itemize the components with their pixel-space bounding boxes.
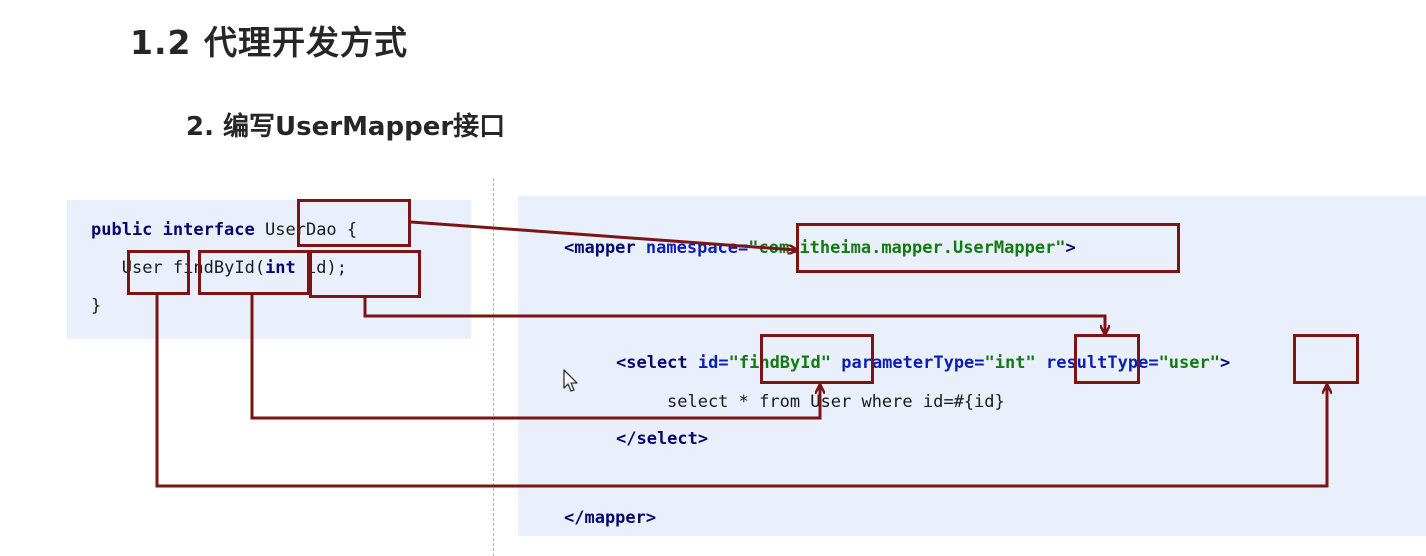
- highlight-interface-name: [297, 199, 411, 247]
- namespace-value: "com.itheima.mapper.UserMapper": [748, 238, 1066, 258]
- select-open-tag: <select: [616, 353, 688, 373]
- highlight-id-value: [760, 334, 874, 384]
- mapper-open-tag: <mapper: [564, 238, 636, 258]
- method-paren-open: (: [254, 258, 266, 278]
- result-type-value: "user": [1158, 353, 1220, 373]
- mapper-open-end: >: [1065, 238, 1076, 258]
- id-value: "findById": [728, 353, 831, 373]
- method-param-keyword: int: [265, 258, 296, 278]
- id-attr: id=: [697, 353, 729, 373]
- panel-divider: [493, 178, 494, 556]
- interface-brace-open: {: [336, 220, 358, 240]
- method-return-type: User: [121, 258, 163, 278]
- select-open-end: >: [1219, 353, 1231, 373]
- select-close-tag: </select>: [616, 429, 708, 449]
- interface-brace-close: }: [91, 296, 102, 316]
- namespace-attr: namespace=: [645, 238, 749, 258]
- section-subtitle: 2. 编写UserMapper接口: [186, 112, 506, 142]
- sql-line: select * from User where id=#{id}: [667, 392, 1005, 412]
- interface-line-2: User findById(int id);: [91, 258, 347, 278]
- interface-line-1: public interface UserDao {: [91, 220, 357, 240]
- highlight-method-name: [198, 250, 310, 295]
- interface-line-3: }: [91, 296, 101, 316]
- mouse-cursor-icon: [563, 369, 578, 392]
- parameter-type-value: "int": [984, 353, 1036, 373]
- arrow-returntype-to-resulttype: [155, 295, 1327, 488]
- interface-keyword: public interface: [91, 220, 255, 240]
- arrow-param-to-parametertype: [363, 298, 1105, 333]
- highlight-return-type: [127, 250, 190, 295]
- interface-name: UserDao: [265, 220, 337, 240]
- highlight-parameter-type-value: [1074, 334, 1140, 384]
- method-name: findById: [172, 258, 255, 278]
- mapper-close-text: </mapper>: [564, 508, 657, 528]
- select-close-text: </select>: [616, 429, 709, 449]
- method-param-rest: id);: [295, 258, 347, 278]
- page-title: 1.2 代理开发方式: [130, 23, 408, 62]
- highlight-parameter: [309, 250, 421, 298]
- mapper-code-panel: [518, 196, 1426, 536]
- parameter-type-attr: parameterType=: [841, 353, 985, 373]
- arrow-interface-to-namespace: [410, 220, 796, 250]
- arrow-method-to-id: [250, 295, 820, 420]
- mapper-line-1: <mapper namespace="com.itheima.mapper.Us…: [564, 238, 1076, 258]
- highlight-result-type-value: [1293, 334, 1359, 384]
- mapper-close-tag: </mapper>: [564, 508, 656, 528]
